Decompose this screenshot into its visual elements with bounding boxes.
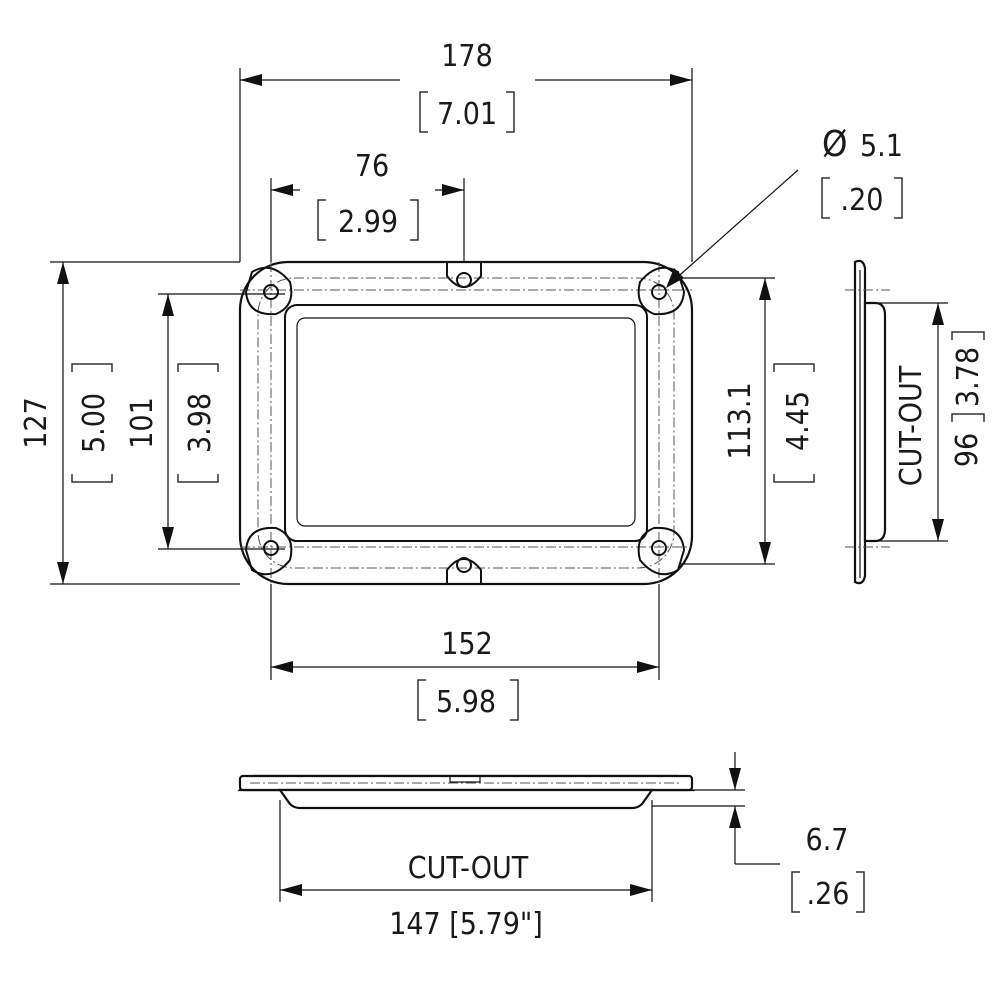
overall-height-mm: 127: [19, 397, 54, 449]
side-view: [845, 259, 890, 585]
side-cutout-in: 3.78: [951, 347, 986, 407]
mounting-hole: [446, 262, 482, 288]
hole-spacing-vertical-in: 4.45: [781, 391, 816, 451]
dim-hole-diameter: Ø 5.1 .20: [666, 124, 903, 288]
hole-diameter-in: .20: [841, 183, 884, 218]
mounting-hole: [637, 266, 686, 316]
dim-overall-height: 127 5.00: [19, 261, 240, 585]
dim-hole-spacing-top: 76 2.99: [270, 149, 465, 262]
depth-mm: 6.7: [806, 823, 849, 858]
front-view: [238, 260, 694, 586]
dim-side-cutout: CUT-OUT 96 3.78: [875, 302, 986, 542]
inner-height-mm: 101: [125, 397, 160, 449]
dim-depth: 6.7 .26: [652, 752, 865, 913]
dim-hole-spacing-horizontal: 152 5.98: [270, 584, 660, 721]
bottom-view: [237, 774, 695, 810]
hole-spacing-horizontal-mm: 152: [441, 627, 493, 662]
diameter-symbol: Ø: [822, 124, 848, 165]
side-cutout-mm: 96: [950, 433, 985, 467]
mounting-hole: [244, 526, 293, 576]
hole-spacing-top-in: 2.99: [338, 205, 398, 240]
dim-overall-width: 178 7.01: [239, 39, 693, 262]
bottom-cutout-value: 147 [5.79"]: [389, 907, 543, 942]
overall-height-in: 5.00: [77, 393, 112, 453]
depth-in: .26: [807, 877, 850, 912]
inner-height-in: 3.98: [183, 393, 218, 453]
hole-diameter-mm: 5.1: [860, 129, 903, 164]
dim-hole-spacing-vertical: 113.1 4.45: [680, 277, 816, 565]
bottom-cutout-label: CUT-OUT: [408, 851, 529, 886]
hole-spacing-vertical-mm: 113.1: [723, 382, 758, 459]
mounting-hole: [637, 526, 686, 576]
overall-width-mm: 178: [441, 39, 493, 74]
mounting-hole: [244, 266, 293, 316]
mounting-hole: [446, 557, 482, 584]
hole-spacing-top-mm: 76: [355, 149, 389, 184]
side-cutout-label: CUT-OUT: [894, 365, 929, 486]
dim-inner-height: 101 3.98: [125, 293, 285, 550]
overall-width-in: 7.01: [437, 97, 497, 132]
hole-spacing-horizontal-in: 5.98: [436, 685, 496, 720]
dim-bottom-cutout: CUT-OUT 147 [5.79"]: [279, 800, 653, 942]
